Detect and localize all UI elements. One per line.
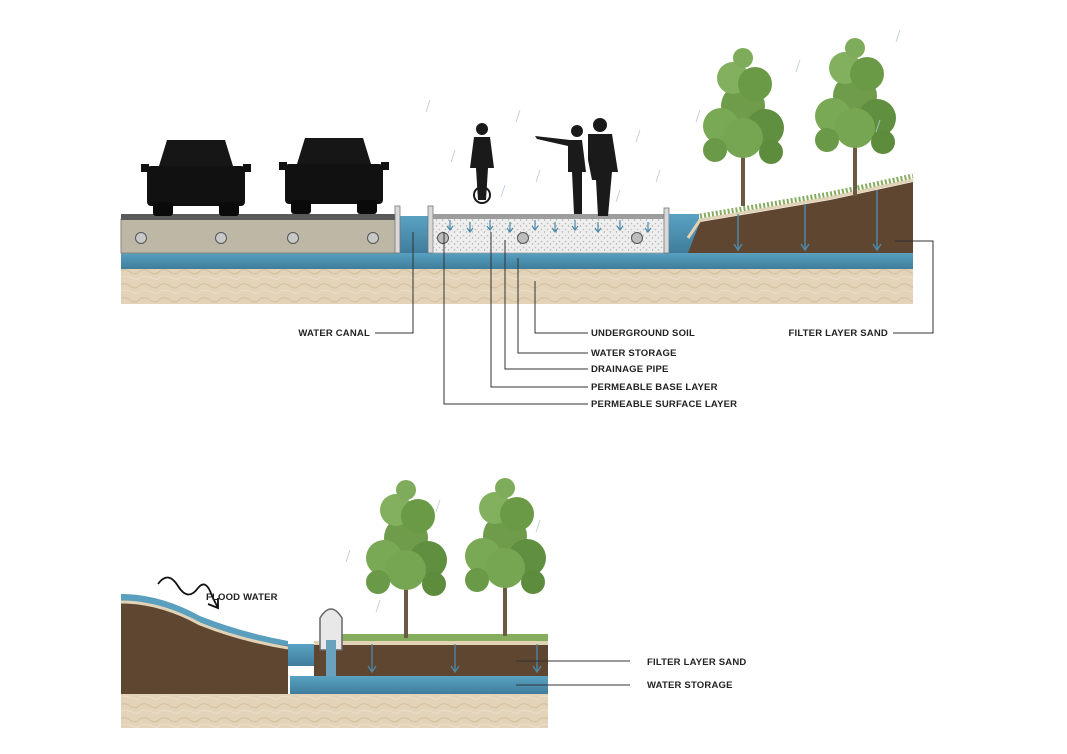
cyclist-silhouette — [470, 123, 494, 204]
road-pipe-2 — [215, 232, 227, 244]
label-filter-layer-sand-top: FILTER LAYER SAND — [789, 328, 888, 339]
road-slab — [120, 218, 398, 254]
bank-sand-line — [686, 178, 914, 239]
canal-wall-right — [427, 205, 434, 254]
bottom-tree-2 — [465, 478, 546, 636]
water-storage-layer — [121, 252, 913, 269]
sand-base-layer — [121, 268, 913, 304]
pickup-truck-front — [279, 138, 389, 214]
bottom-filter-soil — [314, 644, 548, 676]
water-canal — [398, 216, 430, 253]
road-pipe-3 — [287, 232, 299, 244]
label-drainage-pipe: DRAINAGE PIPE — [591, 364, 669, 375]
canal-wall-left — [394, 205, 401, 254]
flood-water-arrow — [157, 576, 219, 610]
bottom-filter-sand-edge — [314, 641, 548, 645]
bank-grass — [699, 173, 914, 219]
leader-permeable-base — [490, 232, 588, 388]
tree-2 — [815, 38, 896, 196]
overflow-inlet-pipe — [326, 640, 336, 676]
overflow-inlet — [319, 608, 343, 651]
bank-soil — [688, 182, 913, 253]
leader-water-canal — [375, 232, 414, 334]
tree-1 — [703, 48, 784, 206]
drainage-pipe-2 — [517, 232, 529, 244]
bottom-channel-water — [288, 644, 314, 666]
road-pipe-1 — [135, 232, 147, 244]
road-surface — [121, 214, 397, 220]
bottom-storage-water — [290, 676, 548, 694]
drainage-pipe-1 — [437, 232, 449, 244]
label-water-canal: WATER CANAL — [298, 328, 370, 339]
bottom-section: FLOOD WATER FILTER LAYER SAND WATER STOR… — [120, 478, 746, 728]
label-permeable-base-layer: PERMEABLE BASE LAYER — [591, 382, 718, 393]
leader-filter-sand-top — [893, 240, 934, 334]
label-flood-water: FLOOD WATER — [206, 592, 278, 603]
bottom-grass — [340, 634, 548, 641]
couple-silhouette — [535, 118, 618, 216]
drainage-pipe-3 — [631, 232, 643, 244]
leader-underground-soil — [534, 281, 588, 334]
label-underground-soil: UNDERGROUND SOIL — [591, 328, 695, 339]
permeable-pavement — [432, 217, 666, 254]
bank-infiltration-arrows — [733, 190, 882, 252]
label-filter-layer-sand-bottom: FILTER LAYER SAND — [647, 657, 746, 668]
leader-water-storage — [517, 258, 588, 354]
permeable-surface — [433, 214, 665, 219]
pickup-truck-rear — [141, 140, 251, 216]
label-water-storage-bottom: WATER STORAGE — [647, 680, 733, 691]
road-pipe-4 — [367, 232, 379, 244]
bottom-tree-1 — [366, 480, 447, 638]
rain-streaks — [425, 29, 901, 203]
label-water-storage-top: WATER STORAGE — [591, 348, 677, 359]
label-permeable-surface-layer: PERMEABLE SURFACE LAYER — [591, 399, 737, 410]
bottom-bank-sand — [120, 600, 289, 650]
bottom-rain — [345, 499, 541, 613]
leader-permeable-surface — [443, 232, 588, 405]
pavement-edge-wall — [663, 207, 670, 254]
bottom-sand-base — [121, 694, 548, 728]
leader-drainage-pipe — [504, 240, 588, 370]
top-section: WATER CANAL UNDERGROUND SOIL WATER STORA… — [120, 29, 934, 410]
bottom-infiltration-arrows — [367, 644, 542, 674]
bottom-bank-soil — [121, 598, 288, 694]
